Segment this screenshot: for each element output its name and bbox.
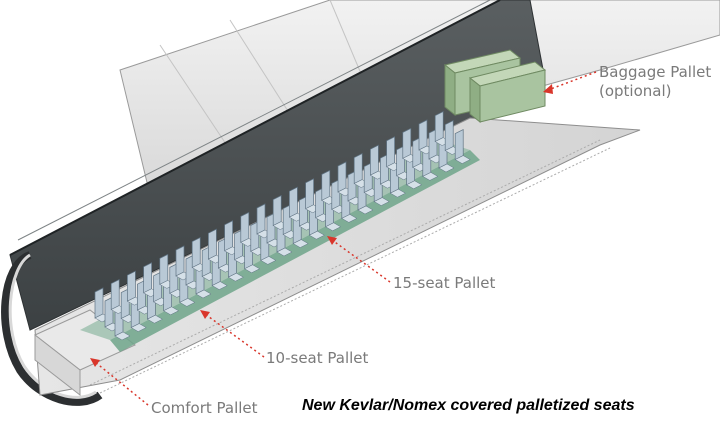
seat-cushion — [357, 205, 374, 215]
cabin-floor — [34, 117, 641, 396]
fuselage-sidewall — [9, 0, 546, 331]
seat-back — [444, 120, 454, 152]
seat-back — [321, 169, 331, 201]
seat-back — [175, 245, 185, 277]
seat-back — [402, 127, 412, 159]
seat-back — [386, 136, 395, 168]
seat-cushion — [422, 172, 439, 181]
comfort-pallet-label: Comfort Pallet — [151, 399, 258, 417]
seat-back — [256, 203, 266, 235]
seat-cushion — [341, 214, 358, 223]
seat-cushion — [146, 314, 163, 324]
seat-back — [353, 153, 363, 185]
seat-cushion — [454, 155, 471, 164]
seat-cushion — [163, 306, 180, 316]
seat-back — [337, 161, 347, 193]
ten-seat-pallet-label: 10-seat Pallet — [266, 349, 369, 367]
seat-back — [224, 220, 233, 252]
seat-cushion — [308, 230, 325, 240]
seat-back — [208, 228, 217, 260]
seat-back — [127, 270, 136, 302]
seat-cushion — [406, 180, 423, 190]
seat-cushion — [227, 272, 244, 282]
baggage-pallet-containers — [443, 49, 547, 124]
seat-rows — [94, 111, 471, 341]
leader-arrows — [90, 71, 597, 406]
seat-back — [94, 287, 104, 319]
seat-back — [143, 262, 152, 294]
comfort-pallet — [34, 309, 136, 397]
fuselage-cross-section — [1, 251, 103, 406]
seat-back — [240, 211, 250, 243]
seat-back — [289, 186, 298, 218]
seat-back — [305, 178, 314, 210]
seat-cushion — [244, 264, 261, 274]
baggage-pallet-label-line2: (optional) — [599, 82, 672, 100]
seat-cushion — [373, 197, 390, 206]
seat-cushion — [130, 323, 147, 332]
seat-back — [370, 144, 379, 176]
seat-cushion — [114, 331, 131, 341]
seat-cushion — [438, 163, 455, 173]
seat-cushion — [276, 247, 293, 257]
seat-cushion — [260, 256, 277, 265]
diagram-caption: New Kevlar/Nomex covered palletized seat… — [302, 397, 635, 414]
baggage-pallet-label: Baggage Pallet (optional) — [599, 63, 711, 101]
seat-back — [272, 195, 282, 227]
baggage-pallet-label-line1: Baggage Pallet — [599, 63, 712, 81]
seat-cushion — [195, 289, 212, 299]
seat-back — [418, 119, 428, 151]
seat-back — [454, 129, 464, 161]
seat-cushion — [179, 298, 196, 307]
seat-cushion — [389, 188, 406, 198]
seat-back — [434, 111, 444, 143]
seat-cushion — [292, 239, 309, 248]
seat-cushion — [211, 281, 228, 290]
fifteen-seat-pallet-label: 15-seat Pallet — [393, 274, 496, 292]
seat-cushion — [325, 222, 342, 232]
seat-back — [159, 253, 169, 285]
seat-back — [110, 279, 120, 311]
seat-back — [191, 237, 201, 269]
